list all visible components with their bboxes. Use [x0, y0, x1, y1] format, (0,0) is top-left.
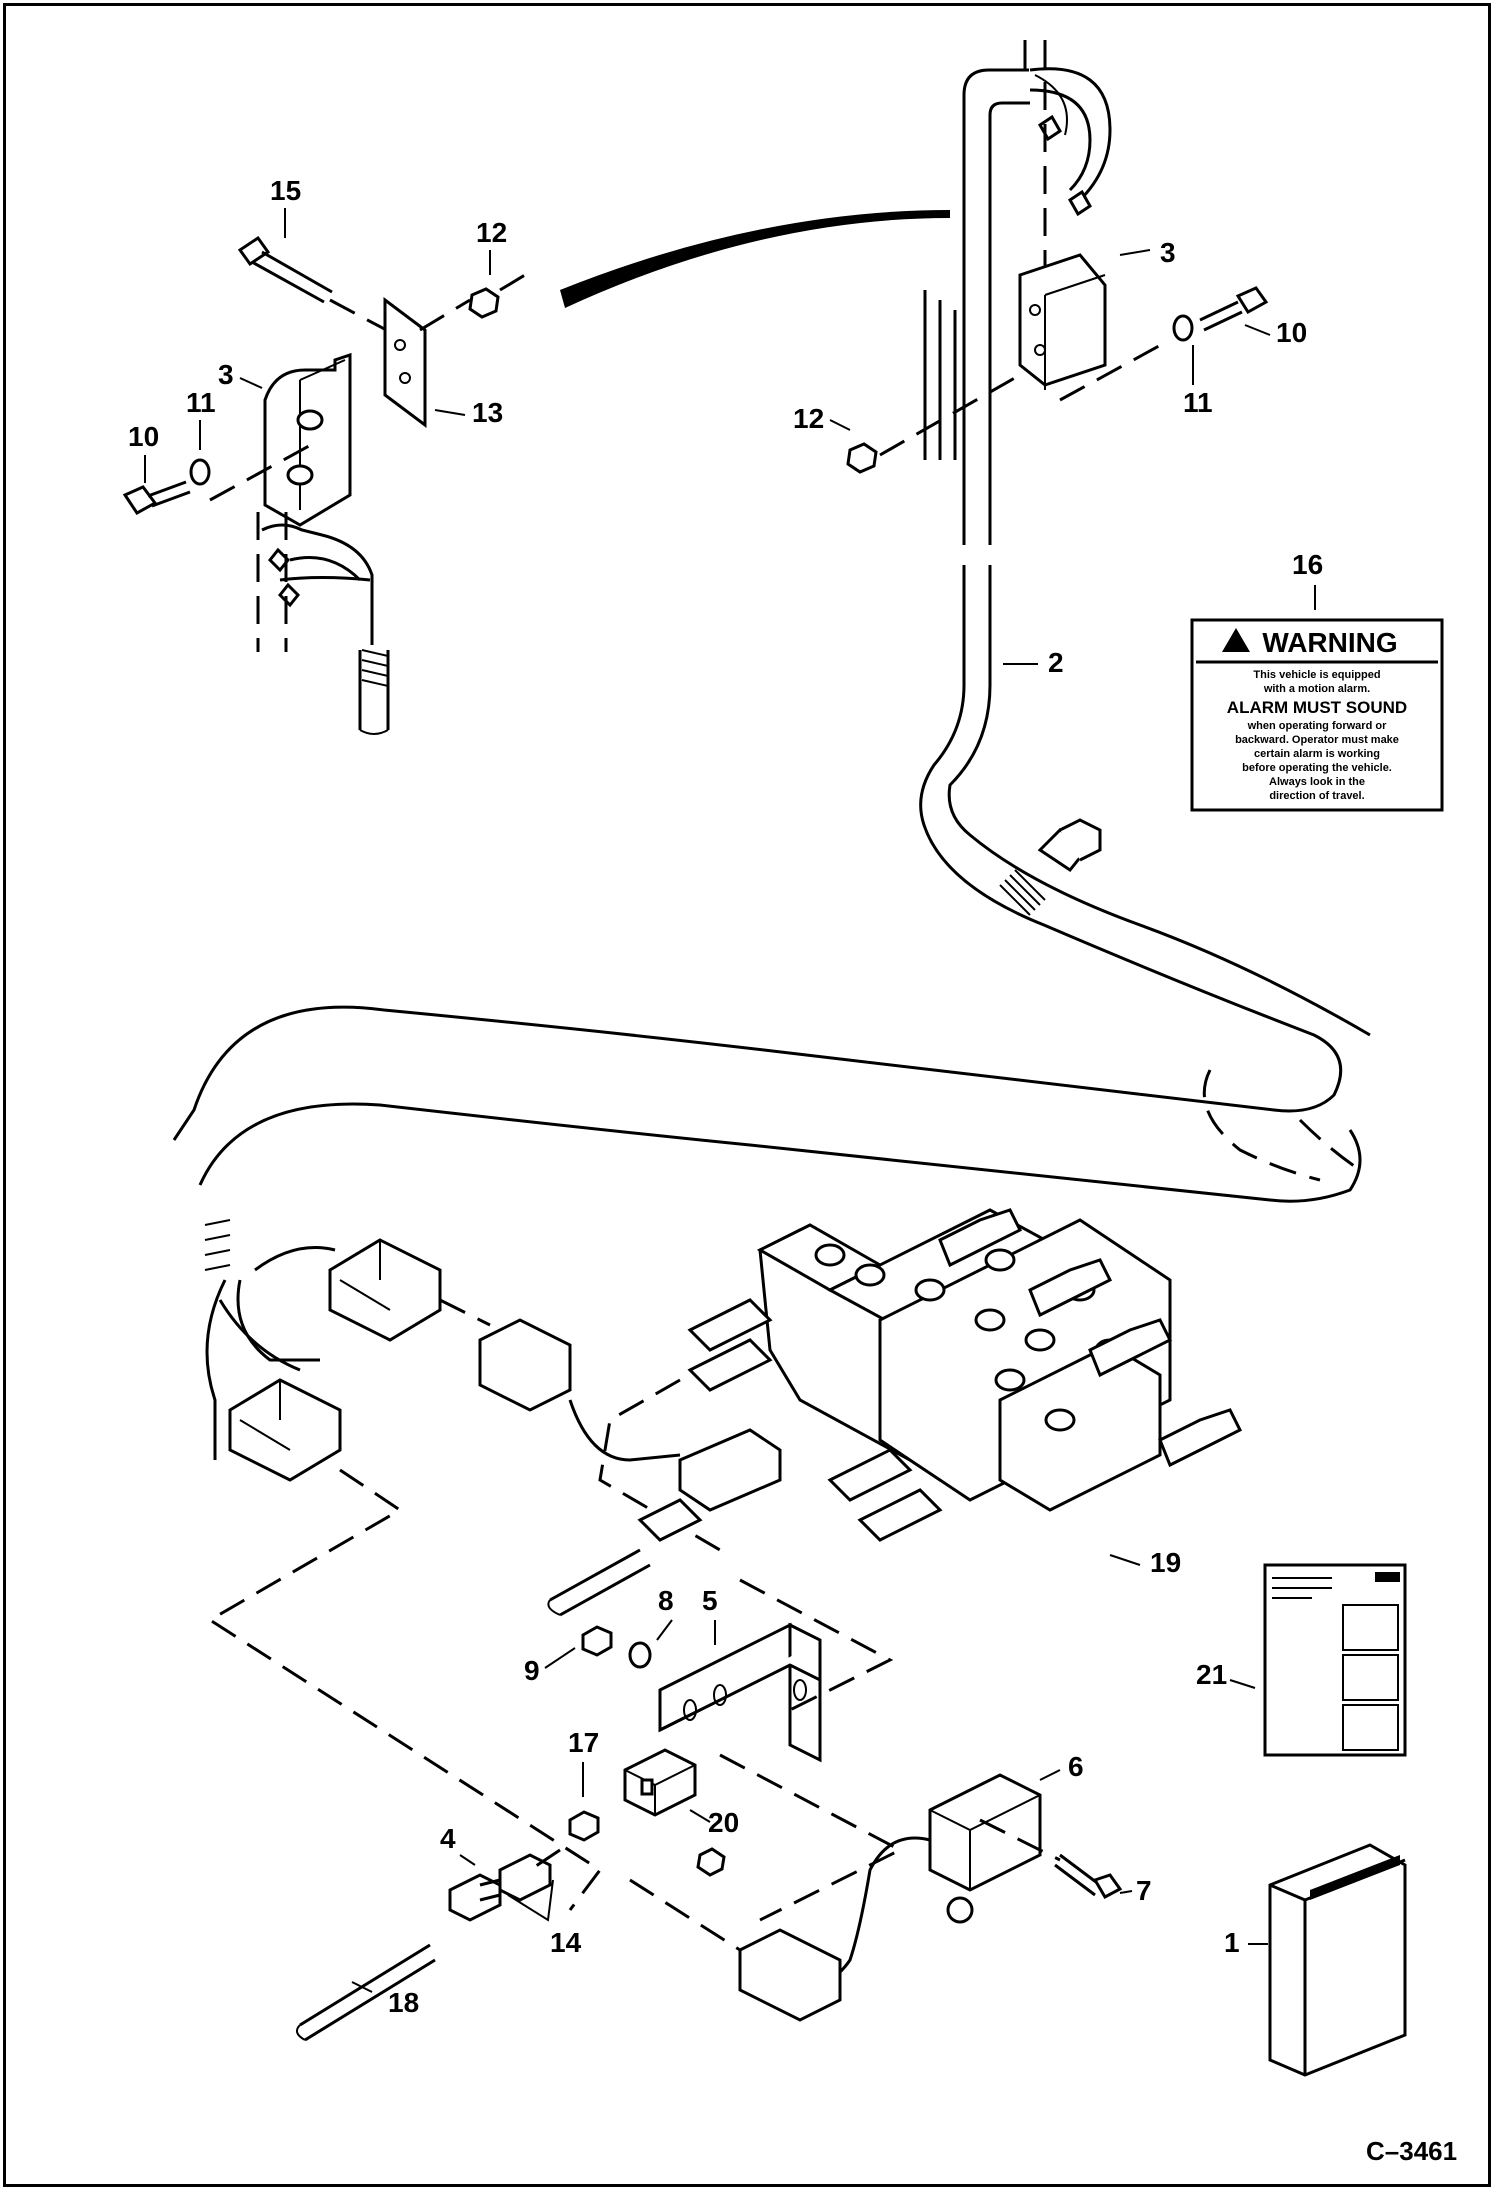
callout-5: 5: [702, 1585, 718, 1616]
callout-13: 13: [472, 397, 503, 428]
harness-connector: [738, 1928, 842, 2022]
callout-10-left: 10: [128, 421, 159, 452]
right-switch-assembly: [846, 40, 1269, 545]
callout-10-right: 10: [1276, 317, 1307, 348]
bracket-5: [658, 1578, 904, 1922]
carton-1: [1268, 1843, 1407, 2077]
callout-3-right: 3: [1160, 237, 1176, 268]
decal-emphasis: ALARM MUST SOUND: [1227, 698, 1407, 717]
callout-11-left: 11: [186, 387, 216, 418]
callout-4: 4: [440, 1823, 456, 1854]
bolt-7: [979, 1818, 1123, 1900]
warning-triangle-icon: [1222, 628, 1250, 652]
diagram-frame: [3, 3, 1491, 2187]
nut-12-left: [468, 287, 500, 319]
shaft-18: [299, 1943, 436, 2042]
callout-19: 19: [1150, 1547, 1181, 1578]
warning-decal-16: WARNING This vehicle is equipped with a …: [1190, 618, 1444, 812]
left-switch-assembly: [122, 235, 531, 735]
decal-line-7: Always look in the: [1269, 776, 1365, 788]
callout-20: 20: [708, 1807, 739, 1838]
clamp-20: [623, 1748, 697, 1817]
manual-21: [1263, 1563, 1407, 1757]
callout-15: 15: [270, 175, 301, 206]
callouts: 15 12 3 11 10 13 3 10 11 12 16 2 19 5 8 …: [128, 175, 1323, 2018]
callout-11-right: 11: [1183, 387, 1213, 418]
switch-body-3-left: [263, 352, 352, 527]
harness-2: [172, 565, 1371, 1271]
decal-line-4: backward. Operator must make: [1235, 734, 1399, 746]
decal-line-6: before operating the vehicle.: [1242, 762, 1392, 774]
callout-6: 6: [1068, 1751, 1084, 1782]
decal-line-3: when operating forward or: [1247, 720, 1387, 732]
decal-line-1: This vehicle is equipped: [1253, 669, 1380, 681]
washer-8: [628, 1641, 652, 1669]
nut-12-right: [846, 442, 878, 474]
nut-17: [568, 1810, 600, 1842]
callout-9: 9: [524, 1655, 540, 1686]
warning-heading: WARNING: [1262, 627, 1397, 658]
bolt-15: [237, 235, 333, 304]
decal-line-2: with a motion alarm.: [1263, 683, 1370, 695]
callout-3-left: 3: [218, 359, 234, 390]
callout-2: 2: [1048, 647, 1064, 678]
bolt-10-right: [1199, 286, 1269, 332]
washer-11-right: [1172, 314, 1194, 342]
control-valve-19: [547, 1208, 1243, 1617]
callout-17: 17: [568, 1727, 599, 1758]
callout-12-right: 12: [793, 403, 824, 434]
washer-11-left: [189, 458, 211, 486]
callout-8: 8: [658, 1585, 674, 1616]
nut-9: [581, 1625, 613, 1657]
plate-13: [383, 297, 427, 428]
callout-18: 18: [388, 1987, 419, 2018]
bolt-10-left: [122, 480, 191, 515]
callout-7: 7: [1136, 1875, 1152, 1906]
callout-12-left: 12: [476, 217, 507, 248]
valve-connectors: [205, 1238, 721, 1911]
callout-1: 1: [1224, 1927, 1240, 1958]
harness-band: [560, 210, 950, 308]
decal-line-5: certain alarm is working: [1254, 748, 1380, 760]
callout-16: 16: [1292, 549, 1323, 580]
decal-line-8: direction of travel.: [1269, 790, 1364, 802]
coupler-4: [448, 1853, 552, 1922]
set-screw: [696, 1847, 726, 1877]
diagram-code: C–3461: [1366, 2136, 1457, 2166]
callout-14: 14: [550, 1927, 582, 1958]
callout-21: 21: [1196, 1659, 1227, 1690]
